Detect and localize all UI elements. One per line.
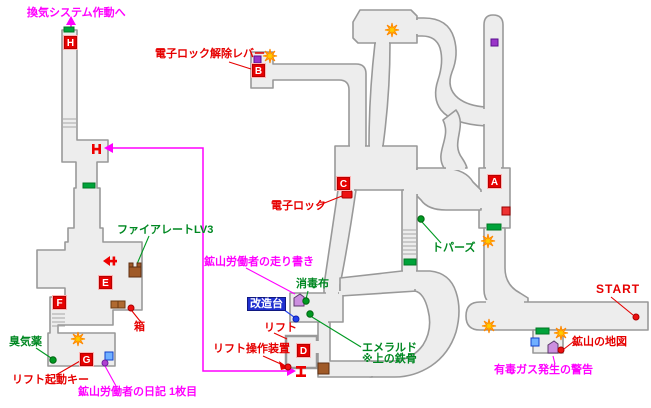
lift-ladder-icon xyxy=(296,366,306,377)
red-dot-icon xyxy=(632,313,640,321)
blue-item-icon xyxy=(530,337,540,347)
label-lock-lever: 電子ロック解除レバー xyxy=(155,48,265,60)
red-dot-icon xyxy=(284,363,292,371)
label-miner-scribble: 鉱山労働者の走り書き xyxy=(204,256,314,268)
blue-item-icon xyxy=(104,351,114,361)
item-icons xyxy=(49,38,640,377)
map-left-complex xyxy=(36,29,143,367)
red-dot-icon xyxy=(557,346,565,354)
label-fire-rate: ファイアレートLV3 xyxy=(117,224,214,236)
label-lift-key: リフト起動キー xyxy=(12,374,89,386)
marker-D: D xyxy=(297,344,310,357)
map-top-room xyxy=(352,9,418,44)
lift-ladder-icon xyxy=(92,144,101,154)
green-door-icons xyxy=(63,26,550,335)
purple-item-icon xyxy=(490,38,499,47)
green-door-icon xyxy=(63,26,75,33)
label-electronic-lock: 電子ロック xyxy=(271,200,326,212)
map-below-a-corridor xyxy=(483,227,529,313)
marker-C: C xyxy=(337,177,350,190)
map-loop-corridor xyxy=(369,270,460,378)
marker-A: A xyxy=(488,175,501,188)
map-stub-corridor xyxy=(368,42,391,147)
star-icon xyxy=(480,233,496,249)
map-wavy-lobe xyxy=(440,109,468,169)
label-lift-control: リフト操作装置 xyxy=(213,343,290,355)
label-disinfectant: 消毒布 xyxy=(296,278,329,290)
label-topaz: トパーズ xyxy=(432,242,476,254)
map-s-corridor xyxy=(416,17,487,127)
marker-E: E xyxy=(99,276,112,289)
green-door-icon xyxy=(403,258,417,266)
star-icon xyxy=(262,48,278,64)
firerate-machine-icon xyxy=(128,262,142,278)
blue-dot-icon xyxy=(292,315,300,323)
green-dot-icon xyxy=(49,356,57,364)
green-dot-icon xyxy=(417,215,425,223)
marker-H: H xyxy=(64,36,77,49)
star-icon xyxy=(481,318,497,334)
marker-B: B xyxy=(252,64,265,77)
wooden-boxes-icon xyxy=(110,300,126,309)
electronic-lock-door-icon xyxy=(341,190,353,199)
map-shapes xyxy=(36,9,649,378)
star-icon xyxy=(384,22,400,38)
label-emerald: エメラルド ※上の鉄骨 xyxy=(362,343,417,364)
label-lift: リフト xyxy=(264,322,297,334)
green-dot-icon xyxy=(302,297,310,305)
label-mine-map: 鉱山の地図 xyxy=(572,336,627,348)
purple-item-icon xyxy=(253,55,262,64)
label-box: 箱 xyxy=(134,321,145,333)
vent-arrow-up-icon xyxy=(66,16,76,25)
purple-dot-icon xyxy=(101,359,109,367)
label-emerald-line1: エメラルド xyxy=(362,342,417,354)
label-odor-drug: 臭気薬 xyxy=(9,336,42,348)
marker-G: G xyxy=(80,353,93,366)
lift-move-icon xyxy=(103,256,117,266)
star-icon xyxy=(70,331,86,347)
green-door-icon xyxy=(486,223,502,231)
wooden-box-icon xyxy=(317,362,330,375)
label-start: START xyxy=(596,282,641,296)
map-topaz-passage xyxy=(416,167,482,211)
label-miner-diary: 鉱山労働者の日記 1枚目 xyxy=(78,386,198,398)
red-item-icon xyxy=(501,206,511,216)
label-emerald-line2: ※上の鉄骨 xyxy=(362,352,417,365)
map-b-room-corridor xyxy=(250,51,367,147)
map-junction-patches xyxy=(314,20,548,376)
map-right-corridor xyxy=(483,14,504,169)
label-workbench: 改造台 xyxy=(247,297,286,311)
green-dot-icon xyxy=(306,310,314,318)
green-door-icon xyxy=(535,327,550,335)
map-mid-band xyxy=(339,270,418,297)
label-ventilation: 換気システム作動へ xyxy=(27,7,126,19)
red-dot-icon xyxy=(127,304,135,312)
ladder-rungs-icon xyxy=(52,118,416,327)
star-icon xyxy=(553,325,569,341)
green-door-icon xyxy=(82,182,96,189)
marker-F: F xyxy=(53,296,66,309)
route-arrow-left-icon xyxy=(104,143,113,153)
label-gas-warning: 有毒ガス発生の警告 xyxy=(494,364,593,376)
